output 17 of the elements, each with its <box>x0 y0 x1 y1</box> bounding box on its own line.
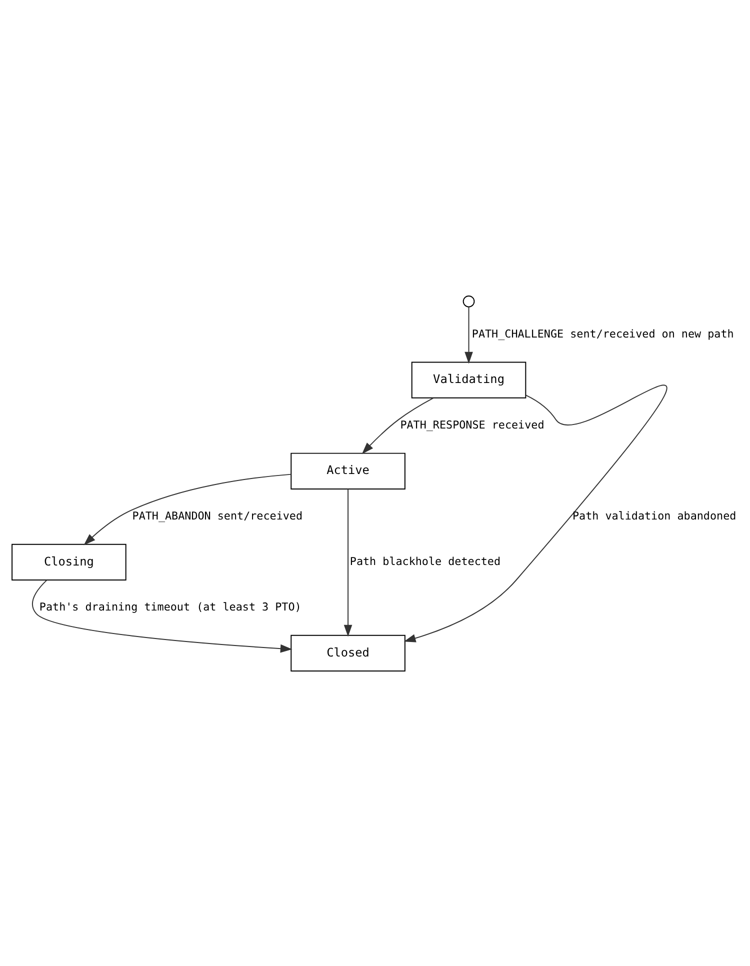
arrow <box>32 579 292 652</box>
edge-label: PATH_RESPONSE received <box>400 418 544 431</box>
node-box: Validating <box>411 361 526 398</box>
arrow <box>344 488 352 636</box>
arrow <box>464 306 473 364</box>
edge-label: Path validation abandoned <box>572 508 736 522</box>
edge-label: Path blackhole detected <box>350 554 501 568</box>
arrow <box>404 384 667 642</box>
edge-label: PATH_CHALLENGE sent/received on new path <box>472 326 734 340</box>
edge-label: Path's draining timeout (at least 3 PTO) <box>39 600 302 613</box>
arrow <box>84 473 292 545</box>
node-box: Closed <box>290 634 406 672</box>
node-box: Active <box>290 452 406 489</box>
arrow <box>362 397 434 454</box>
node-box: Closing <box>12 543 126 580</box>
edge-label: PATH_ABANDON sent/received <box>132 508 303 522</box>
node-circle <box>462 294 475 307</box>
